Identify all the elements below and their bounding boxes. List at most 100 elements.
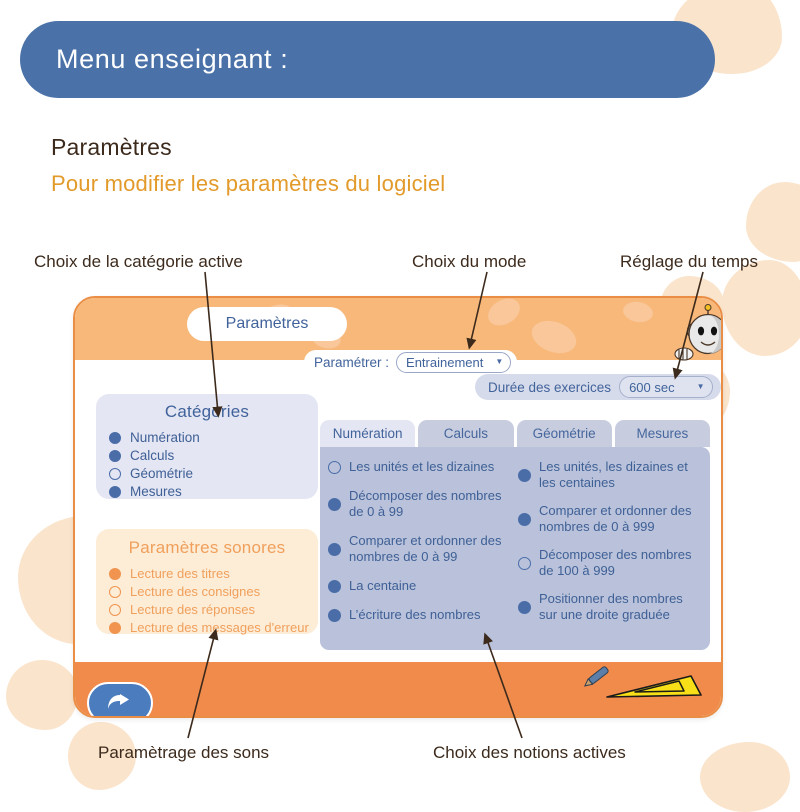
sound-item-reponses[interactable]: Lecture des réponses bbox=[109, 601, 318, 618]
checkbox-icon[interactable] bbox=[109, 621, 121, 634]
category-item-geometrie[interactable]: Géométrie bbox=[109, 465, 318, 482]
notion-item[interactable]: Décomposer des nombres de 0 à 99 bbox=[328, 488, 512, 520]
notion-label: Comparer et ordonner des nombres de 0 à … bbox=[539, 503, 692, 534]
notion-label: Positionner des nombres sur une droite g… bbox=[539, 591, 683, 622]
tab-numeration[interactable]: Numération bbox=[320, 420, 416, 447]
tab-mesures[interactable]: Mesures bbox=[614, 420, 710, 447]
checkbox-icon[interactable] bbox=[109, 449, 121, 462]
notion-label: Décomposer des nombres de 0 à 99 bbox=[349, 488, 502, 519]
duration-select-value: 600 sec bbox=[629, 379, 675, 395]
mode-selector-label: Paramétrer : bbox=[314, 354, 390, 370]
notion-label: La centaine bbox=[349, 578, 417, 593]
notions-panel: Numération Calculs Géométrie Mesures Les… bbox=[320, 420, 710, 650]
notion-label: Les unités et les dizaines bbox=[349, 459, 495, 474]
tab-parametres[interactable]: Paramètres bbox=[187, 307, 347, 341]
sound-item-label: Lecture des réponses bbox=[130, 602, 256, 617]
notion-item[interactable]: Comparer et ordonner des nombres de 0 à … bbox=[518, 503, 702, 535]
chevron-down-icon: ▼ bbox=[696, 382, 705, 391]
sound-settings-panel: Paramètres sonores Lecture des titres Le… bbox=[96, 529, 318, 636]
tab-label: Mesures bbox=[636, 426, 689, 441]
sound-item-label: Lecture des consignes bbox=[130, 584, 261, 599]
categories-list: Numération Calculs Géométrie Mesures bbox=[96, 429, 318, 500]
checkbox-icon[interactable] bbox=[328, 497, 341, 511]
notion-item[interactable]: Comparer et ordonner des nombres de 0 à … bbox=[328, 533, 512, 565]
notion-item[interactable]: La centaine bbox=[328, 578, 512, 594]
notion-item[interactable]: Les unités, les dizaines et les centaine… bbox=[518, 459, 702, 491]
category-label: Calculs bbox=[130, 448, 175, 463]
checkbox-icon[interactable] bbox=[518, 512, 531, 526]
tab-geometrie[interactable]: Géométrie bbox=[516, 420, 612, 447]
checkbox-icon[interactable] bbox=[109, 431, 121, 444]
tab-parametres-label: Paramètres bbox=[225, 315, 309, 332]
sound-item-consignes[interactable]: Lecture des consignes bbox=[109, 583, 318, 600]
categories-title: Catégories bbox=[164, 402, 250, 421]
checkbox-icon[interactable] bbox=[518, 600, 531, 614]
intro-subheading: Pour modifier les paramètres du logiciel bbox=[51, 171, 446, 196]
back-arrow-icon bbox=[108, 694, 129, 709]
back-button[interactable] bbox=[87, 682, 153, 716]
page-title: Menu enseignant : bbox=[56, 44, 289, 74]
tab-label: Calculs bbox=[443, 426, 488, 441]
notion-item[interactable]: Décomposer des nombres de 100 à 999 bbox=[518, 547, 702, 579]
chevron-down-icon: ▼ bbox=[495, 357, 504, 366]
tab-calculs[interactable]: Calculs bbox=[418, 420, 514, 447]
category-label: Géométrie bbox=[130, 466, 194, 481]
mode-select[interactable]: Entrainement ▼ bbox=[396, 351, 512, 373]
pencil-and-set-square-icon bbox=[583, 666, 702, 698]
notions-column-right: Les unités, les dizaines et les centaine… bbox=[518, 459, 702, 650]
duration-select[interactable]: 600 sec ▼ bbox=[619, 376, 713, 398]
mode-selector-row: Paramétrer : Entrainement ▼ bbox=[304, 350, 518, 374]
annotation-mode-label: Choix du mode bbox=[412, 252, 527, 271]
duration-selector-row: Durée des exercices 600 sec ▼ bbox=[475, 374, 721, 400]
mode-select-value: Entrainement bbox=[406, 354, 484, 370]
categories-panel: Catégories Numération Calculs Géométrie … bbox=[96, 394, 318, 499]
checkbox-icon[interactable] bbox=[109, 467, 121, 480]
tab-label: Numération bbox=[332, 426, 403, 441]
checkbox-icon[interactable] bbox=[328, 460, 341, 474]
notion-label: Comparer et ordonner des nombres de 0 à … bbox=[349, 533, 502, 564]
category-label: Numération bbox=[130, 430, 200, 445]
checkbox-icon[interactable] bbox=[518, 556, 531, 570]
page-title-bar: Menu enseignant : bbox=[20, 21, 715, 98]
checkbox-icon[interactable] bbox=[328, 579, 341, 593]
checkbox-icon[interactable] bbox=[328, 542, 341, 556]
category-item-numeration[interactable]: Numération bbox=[109, 429, 318, 446]
category-item-calculs[interactable]: Calculs bbox=[109, 447, 318, 464]
checkbox-icon[interactable] bbox=[109, 567, 121, 580]
category-label: Mesures bbox=[130, 484, 182, 499]
robot-mascot-icon bbox=[674, 304, 721, 361]
app-footer-bar bbox=[75, 662, 721, 716]
notion-label: Décomposer des nombres de 100 à 999 bbox=[539, 547, 692, 578]
notion-item[interactable]: L’écriture des nombres bbox=[328, 607, 512, 623]
checkbox-icon[interactable] bbox=[109, 603, 121, 616]
checkbox-icon[interactable] bbox=[109, 485, 121, 498]
sound-settings-title: Paramètres sonores bbox=[128, 538, 286, 557]
sound-item-titres[interactable]: Lecture des titres bbox=[109, 565, 318, 582]
notion-item[interactable]: Les unités et les dizaines bbox=[328, 459, 512, 475]
intro-heading: Paramètres bbox=[51, 134, 172, 160]
checkbox-icon[interactable] bbox=[109, 585, 121, 598]
checkbox-icon[interactable] bbox=[328, 608, 341, 622]
notion-label: Les unités, les dizaines et les centaine… bbox=[539, 459, 688, 490]
background-blob bbox=[68, 722, 136, 790]
notion-label: L’écriture des nombres bbox=[349, 607, 481, 622]
background-blob bbox=[6, 660, 78, 730]
notions-tabs: Numération Calculs Géométrie Mesures bbox=[320, 420, 710, 447]
notion-item[interactable]: Positionner des nombres sur une droite g… bbox=[518, 591, 702, 623]
annotation-time-label: Réglage du temps bbox=[620, 252, 758, 271]
background-blob bbox=[700, 742, 790, 812]
notions-column-left: Les unités et les dizaines Décomposer de… bbox=[328, 459, 512, 650]
app-header-bar bbox=[75, 298, 721, 360]
tab-label: Géométrie bbox=[532, 426, 596, 441]
duration-selector-label: Durée des exercices bbox=[488, 379, 612, 395]
annotation-sounds-label: Paramètrage des sons bbox=[98, 743, 270, 762]
background-blob bbox=[746, 182, 800, 262]
checkbox-icon[interactable] bbox=[518, 468, 531, 482]
category-item-mesures[interactable]: Mesures bbox=[109, 483, 318, 500]
header-blob bbox=[483, 298, 525, 331]
sound-item-erreurs[interactable]: Lecture des messages d'erreur bbox=[109, 619, 318, 636]
sound-item-label: Lecture des titres bbox=[130, 566, 230, 581]
application-window: Paramètres Paramétrer : Entrainement ▼ D… bbox=[73, 296, 723, 718]
header-blob bbox=[621, 299, 655, 325]
